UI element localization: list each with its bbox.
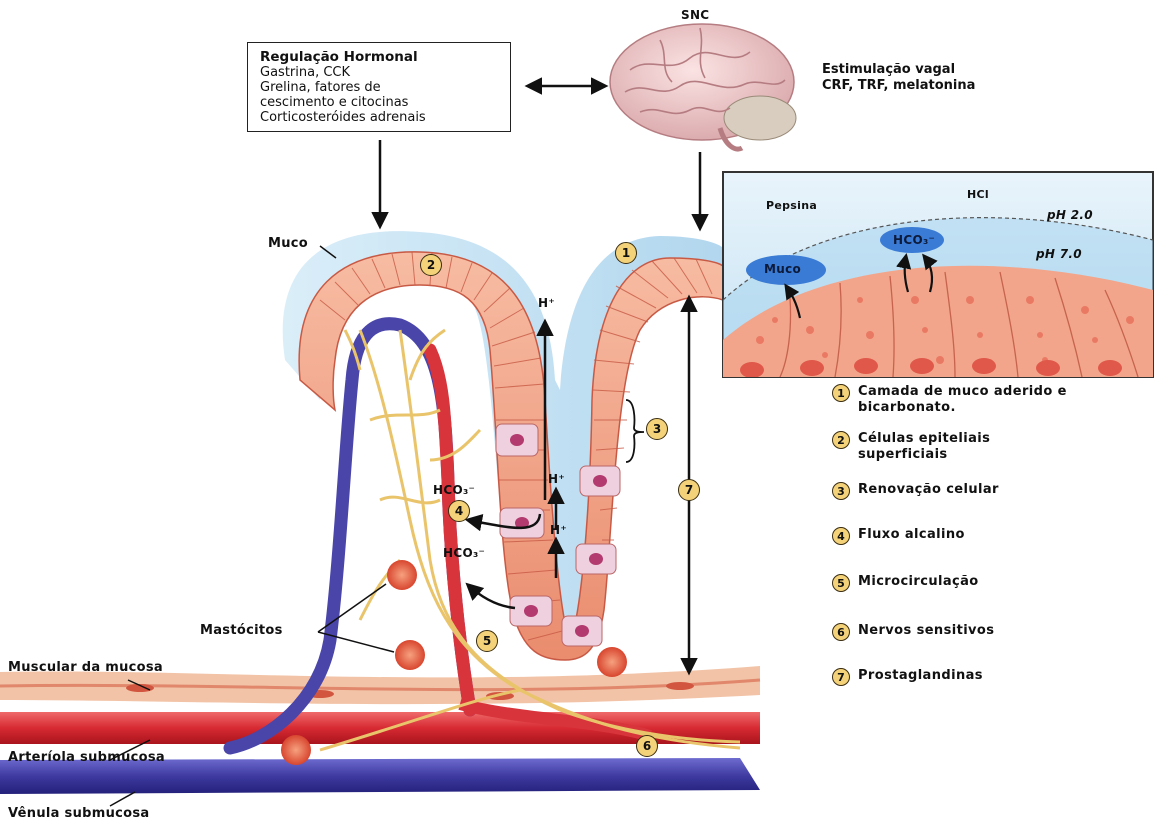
legend-number: 5 (832, 574, 850, 592)
legend-text: Prostaglandinas (858, 668, 983, 684)
legend-item: 3 Renovação celular (832, 482, 999, 500)
ph-low-label: pH 2.0 (1047, 208, 1093, 222)
bicarbonate-label: HCO₃⁻ (443, 546, 485, 560)
legend-number: 7 (832, 668, 850, 686)
badge-1: 1 (615, 242, 637, 264)
legend-line: Camada de muco aderido e (858, 384, 1067, 400)
badge-6: 6 (636, 735, 658, 757)
bicarbonate-label: HCO₃⁻ (433, 483, 475, 497)
legend-line: Células epiteliais (858, 431, 990, 447)
h-plus-label: H⁺ (548, 472, 565, 486)
mast-cells-label: Mastócitos (200, 623, 283, 638)
ph-high-label: pH 7.0 (1036, 247, 1082, 261)
legend-text: Camada de muco aderido e bicarbonato. (858, 384, 1067, 416)
venule-label: Vênula submucosa (8, 806, 149, 821)
badge-5: 5 (476, 630, 498, 652)
legend-item: 4 Fluxo alcalino (832, 527, 965, 545)
legend-number: 1 (832, 384, 850, 402)
bracket-renewal (626, 400, 644, 462)
mucus-label: Muco (268, 236, 308, 251)
vagal-line-1: Estimulação vagal (822, 62, 975, 78)
legend-text: Células epiteliais superficiais (858, 431, 990, 463)
legend-number: 2 (832, 431, 850, 449)
hormone-line: Gastrina, CCK (260, 65, 502, 80)
legend-text: Microcirculação (858, 574, 979, 590)
h-plus-label: H⁺ (550, 523, 567, 537)
hormonal-title: Regulação Hormonal (260, 49, 502, 65)
hcl-label: HCl (967, 188, 989, 201)
brain-image (610, 24, 796, 149)
legend-text: Renovação celular (858, 482, 999, 498)
pepsin-label: Pepsina (766, 199, 817, 212)
legend-item: 7 Prostaglandinas (832, 668, 983, 686)
legend-line: bicarbonato. (858, 400, 1067, 416)
hormone-line: cescimento e citocinas (260, 95, 502, 110)
legend-number: 4 (832, 527, 850, 545)
inset-mucus-label: Muco (764, 262, 801, 276)
badge-7: 7 (678, 479, 700, 501)
h-plus-label: H⁺ (538, 296, 555, 310)
legend-item: 6 Nervos sensitivos (832, 623, 994, 641)
vagal-line-2: CRF, TRF, melatonina (822, 78, 975, 94)
badge-3: 3 (646, 418, 668, 440)
legend-item: 5 Microcirculação (832, 574, 979, 592)
legend-item: 1 Camada de muco aderido e bicarbonato. (832, 384, 1067, 416)
legend-item: 2 Células epiteliais superficiais (832, 431, 990, 463)
snc-label: SNC (681, 8, 709, 22)
badge-2: 2 (420, 254, 442, 276)
legend-number: 3 (832, 482, 850, 500)
legend-text: Fluxo alcalino (858, 527, 965, 543)
arteriole-label: Arteríola submucosa (8, 750, 165, 765)
hormone-line: Grelina, fatores de (260, 80, 502, 95)
legend-text: Nervos sensitivos (858, 623, 994, 639)
hormone-line: Corticosteróides adrenais (260, 110, 502, 125)
legend-number: 6 (832, 623, 850, 641)
legend-line: superficiais (858, 447, 990, 463)
vagal-stimulation: Estimulação vagal CRF, TRF, melatonina (822, 62, 975, 94)
badge-4: 4 (448, 500, 470, 522)
inset-bicarbonate-label: HCO₃⁻ (893, 233, 935, 247)
hormonal-regulation-box: Regulação Hormonal Gastrina, CCK Grelina… (247, 42, 511, 132)
muscularis-label: Muscular da mucosa (8, 660, 163, 675)
